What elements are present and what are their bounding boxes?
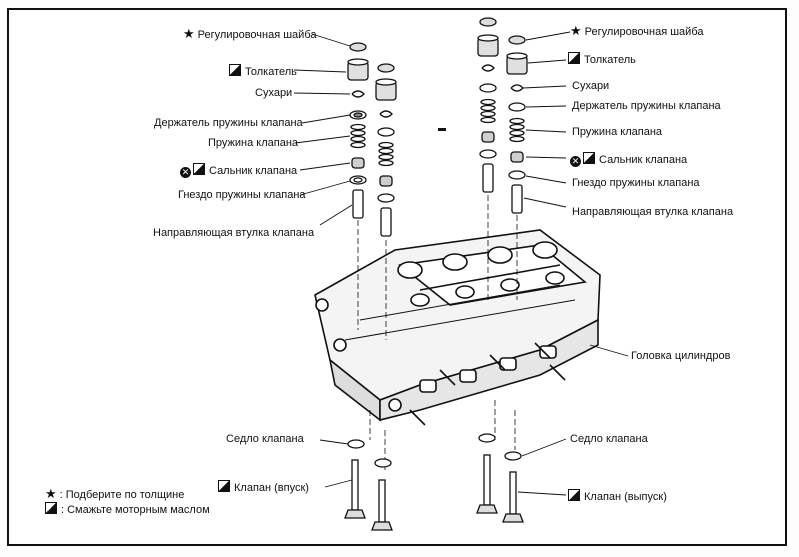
label-seal-right: ✕Сальник клапана <box>570 152 688 167</box>
label-valve-seat-right: Седло клапана <box>570 433 648 445</box>
label-shim-left: ★Регулировочная шайба <box>183 26 317 41</box>
label-lifter-right: Толкатель <box>568 52 636 67</box>
label-retainer-left: Держатель пружины клапана <box>154 117 303 129</box>
legend-star: ★: Подберите по толщине <box>45 486 185 501</box>
label-valve-exhaust: Клапан (выпуск) <box>568 489 667 504</box>
label-seat-right: Гнездо пружины клапана <box>572 177 700 189</box>
oil-icon <box>583 152 595 164</box>
no-icon: ✕ <box>180 167 191 178</box>
label-cylinder-head: Головка цилиндров <box>631 350 731 362</box>
leaders-right <box>517 31 629 496</box>
oil-icon <box>568 489 580 501</box>
legend-oil: : Смажьте моторным маслом <box>45 502 210 517</box>
label-spring-left: Пружина клапана <box>208 137 299 149</box>
label-guide-left: Направляющая втулка клапана <box>153 227 315 239</box>
label-shim-right: ★Регулировочная шайба <box>570 23 704 38</box>
oil-icon <box>218 480 230 492</box>
label-retainer-right: Держатель пружины клапана <box>572 100 721 112</box>
label-spring-right: Пружина клапана <box>572 126 663 138</box>
label-seat-left: Гнездо пружины клапана <box>178 189 306 201</box>
label-keepers-left: Сухари <box>255 87 293 99</box>
right-stack-b <box>506 35 528 214</box>
leaders-left <box>293 33 353 488</box>
label-valve-intake: Клапан (впуск) <box>218 480 309 495</box>
label-guide-right: Направляющая втулка клапана <box>572 206 734 218</box>
oil-icon <box>193 163 205 175</box>
assembly-lines <box>357 195 518 470</box>
left-stack-a <box>347 42 369 219</box>
label-keepers-right: Сухари <box>572 80 610 92</box>
valve-seats <box>347 433 522 468</box>
stray-mark <box>438 128 446 131</box>
label-valve-seat-left: Седло клапана <box>226 433 304 445</box>
oil-icon <box>229 64 241 76</box>
label-lifter-left: Толкатель <box>229 64 297 79</box>
label-seal-left: ✕Сальник клапана <box>180 163 298 178</box>
oil-icon <box>568 52 580 64</box>
valves <box>344 454 524 531</box>
right-stack-a <box>477 17 499 193</box>
oil-icon <box>45 502 57 514</box>
no-icon: ✕ <box>570 156 581 167</box>
left-stack-b <box>375 63 397 237</box>
